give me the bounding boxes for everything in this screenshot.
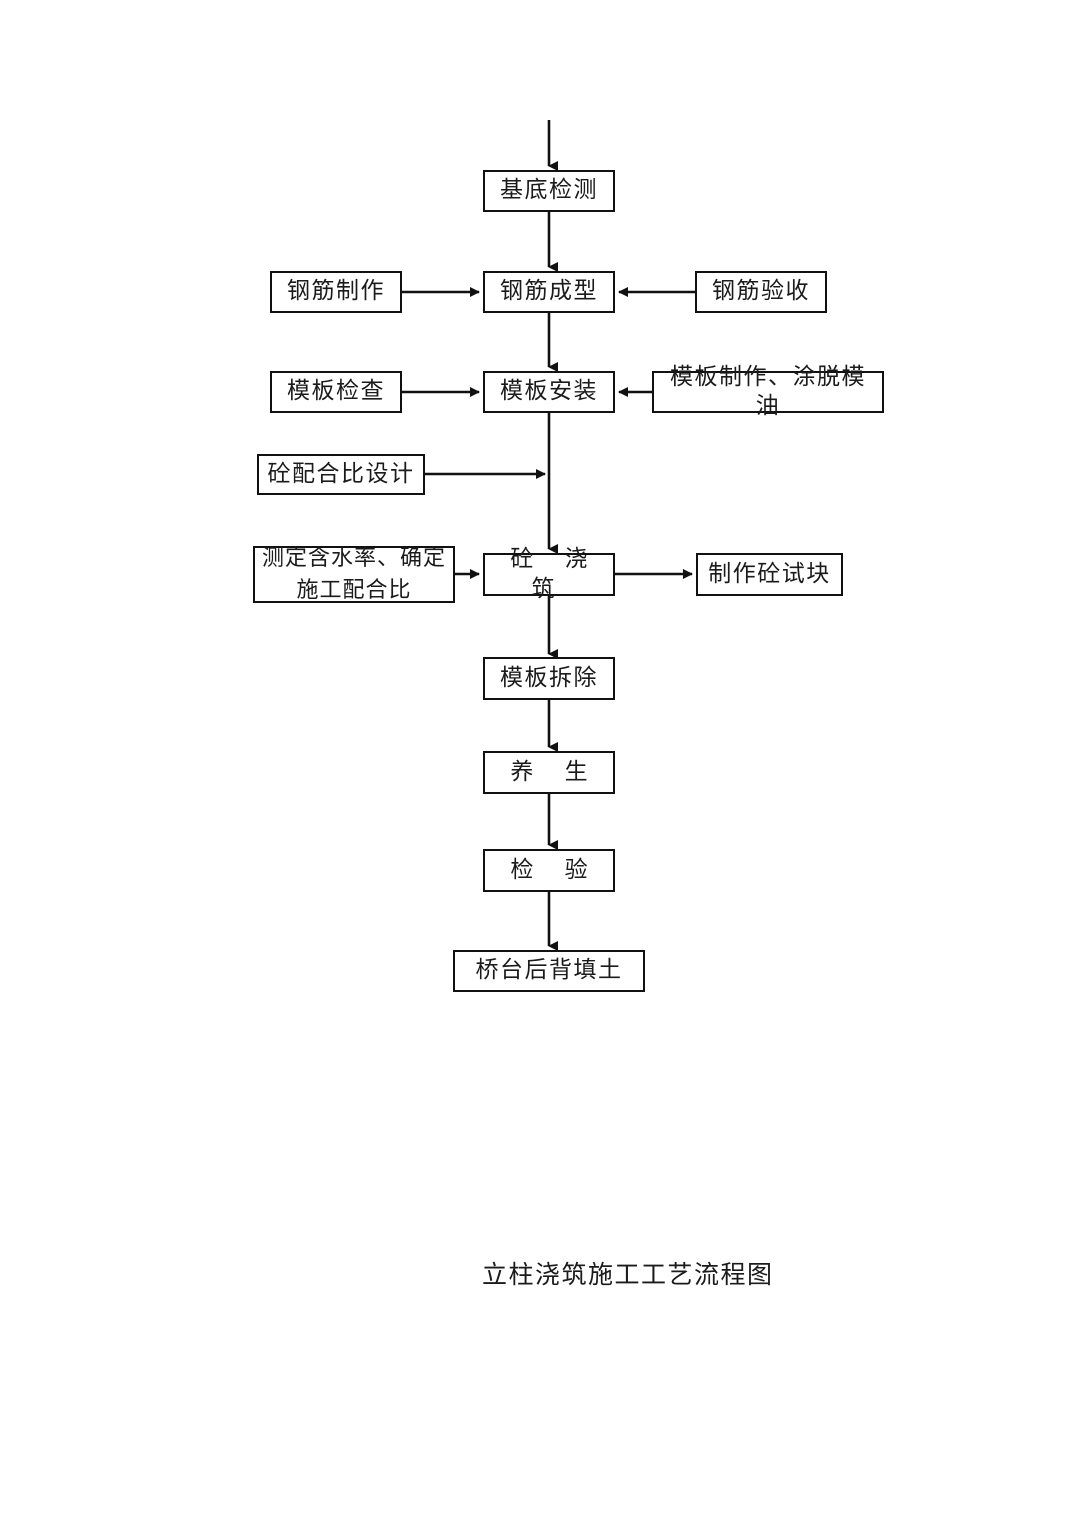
node-inspection[interactable]: 检 验	[483, 849, 615, 892]
node-make-test-blocks[interactable]: 制作砼试块	[696, 553, 843, 596]
node-formwork-removal[interactable]: 模板拆除	[483, 657, 615, 700]
node-rebar-fabrication[interactable]: 钢筋制作	[270, 271, 402, 313]
node-mix-design[interactable]: 砼配合比设计	[257, 454, 425, 495]
node-rebar-acceptance[interactable]: 钢筋验收	[695, 271, 827, 313]
node-formwork-check[interactable]: 模板检查	[270, 371, 402, 413]
node-rebar-forming[interactable]: 钢筋成型	[483, 271, 615, 313]
node-moisture-test[interactable]: 测定含水率、确定 施工配合比	[253, 546, 455, 603]
node-base-inspection[interactable]: 基底检测	[483, 170, 615, 212]
node-concrete-pouring[interactable]: 砼 浇 筑	[483, 546, 615, 602]
node-curing[interactable]: 养 生	[483, 751, 615, 794]
node-abutment-backfill[interactable]: 桥台后背填土	[453, 950, 645, 992]
node-formwork-install[interactable]: 模板安装	[483, 371, 615, 413]
node-formwork-make-oil[interactable]: 模板制作、涂脱模油	[652, 364, 884, 419]
diagram-caption: 立柱浇筑施工工艺流程图	[482, 1260, 774, 1289]
